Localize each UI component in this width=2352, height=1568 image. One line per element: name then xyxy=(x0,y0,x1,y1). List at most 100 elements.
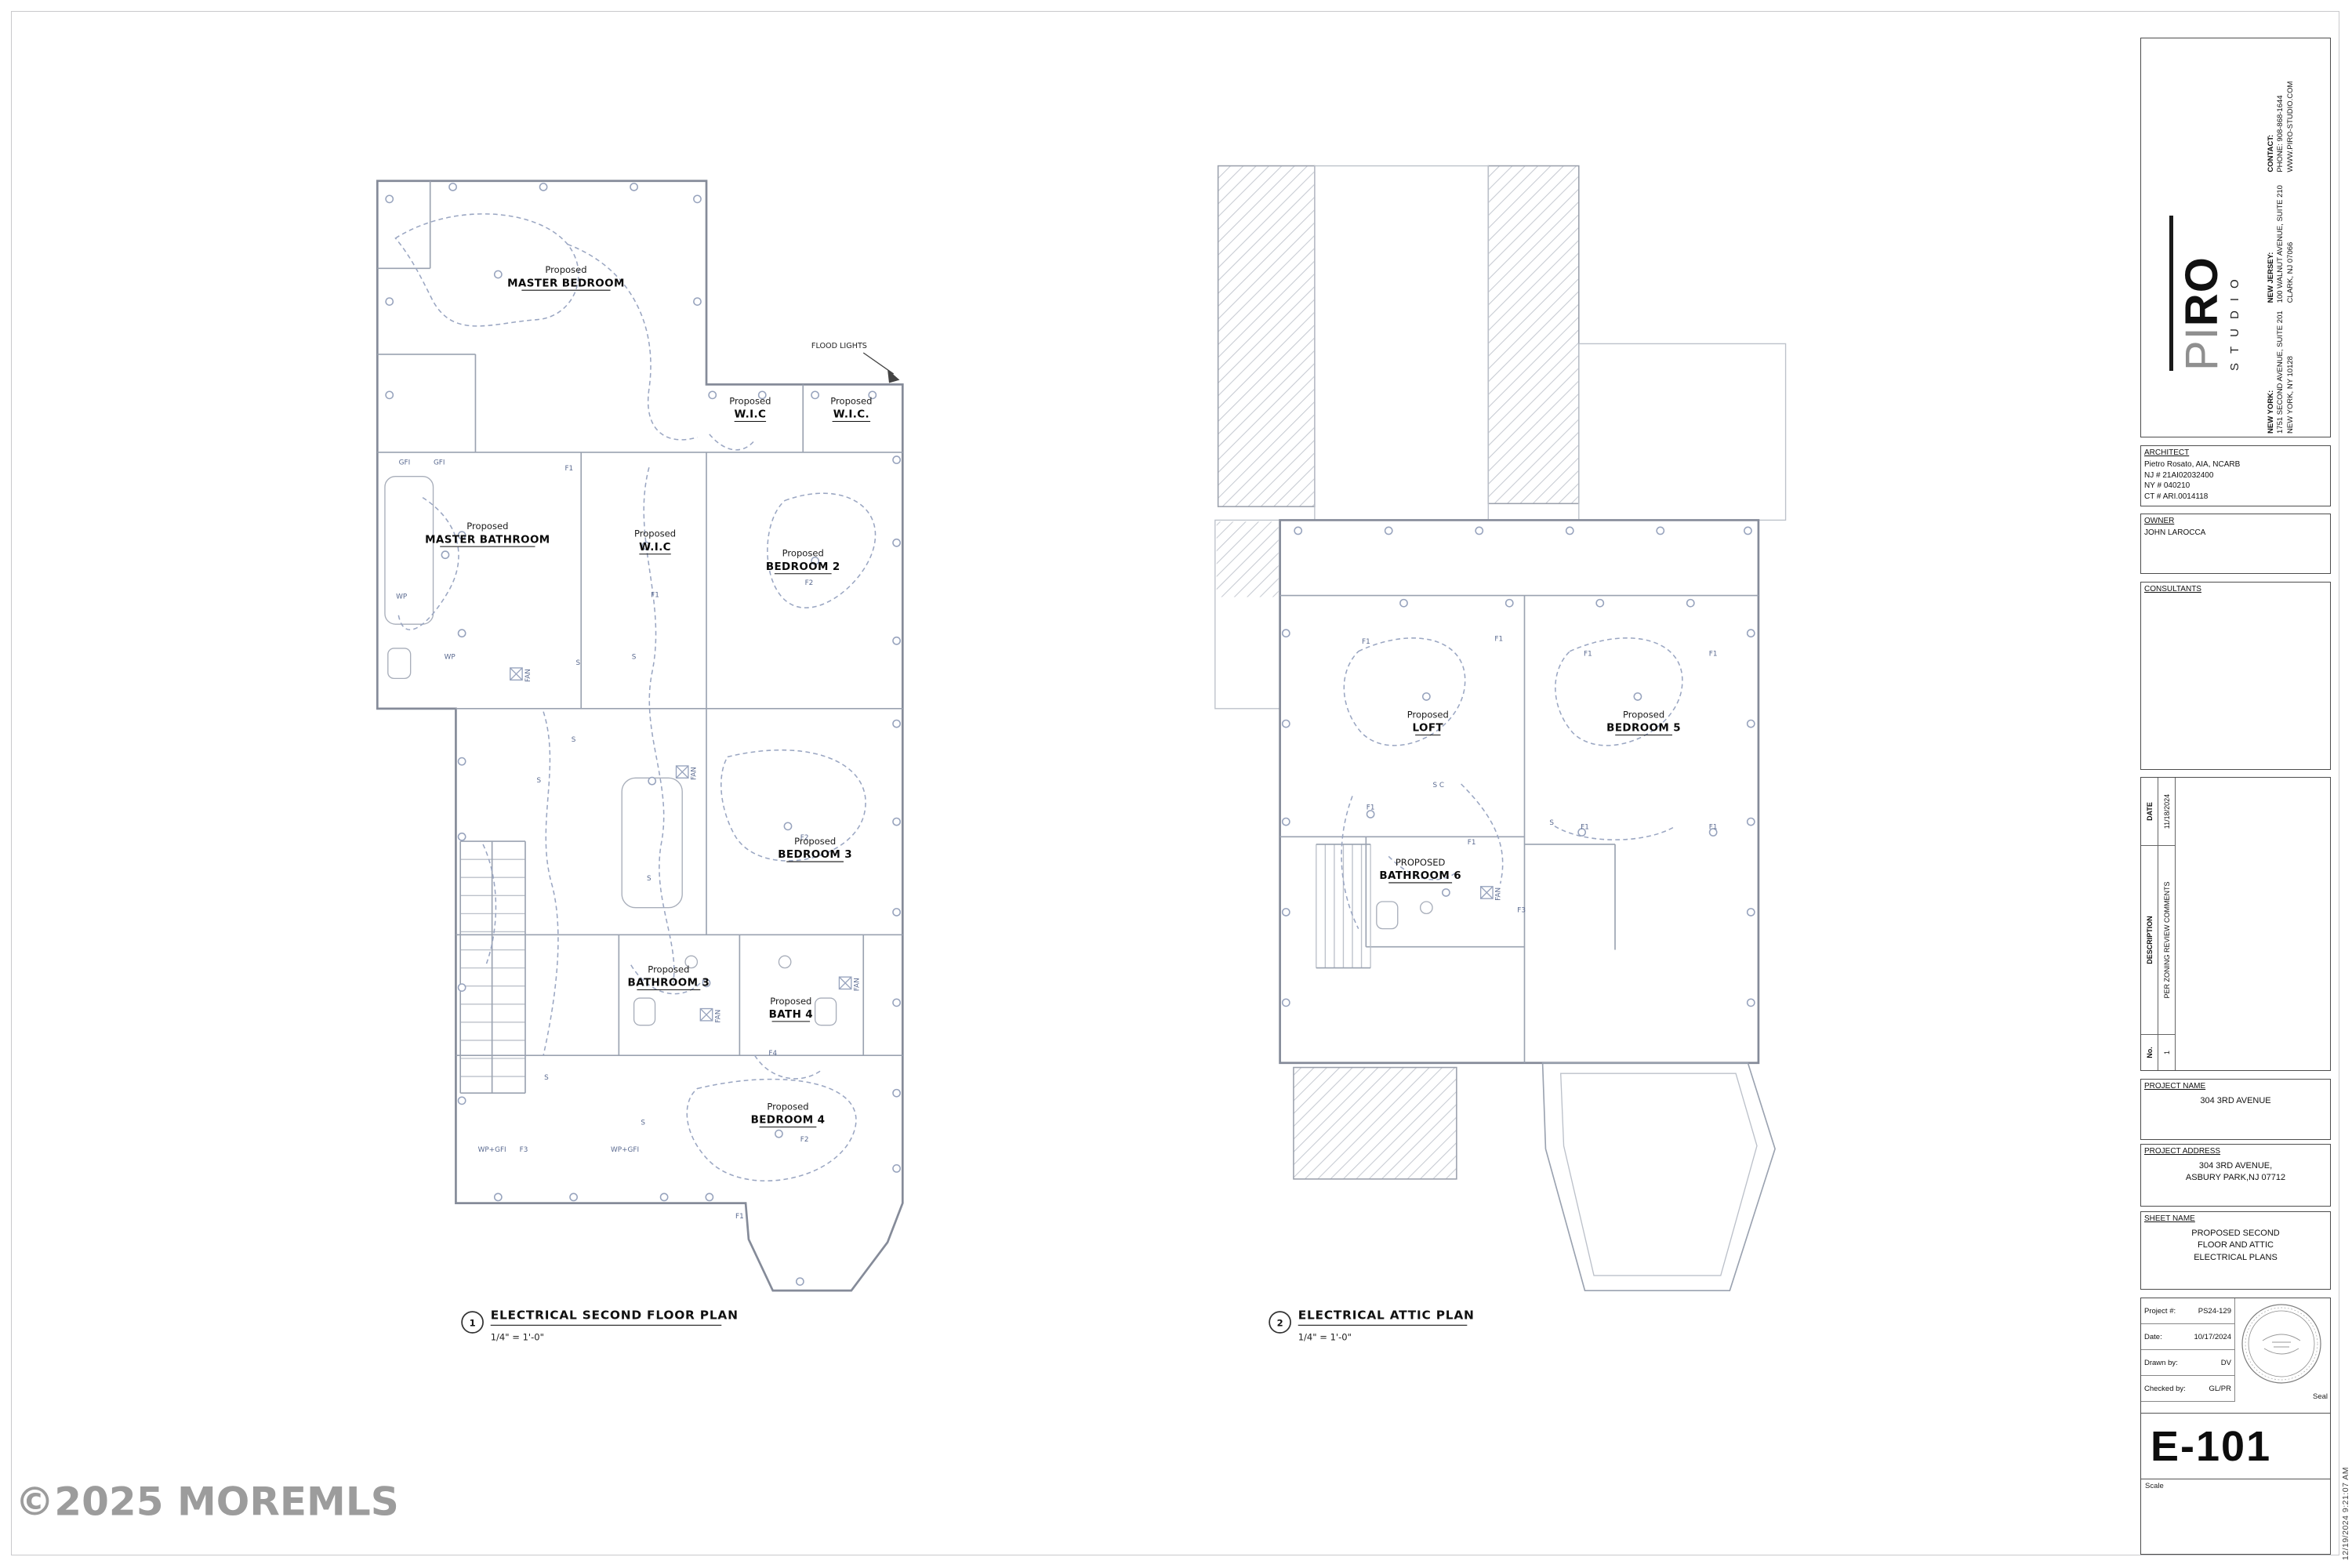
logo-ro: RO xyxy=(2176,256,2227,327)
light-fixture-symbol xyxy=(693,194,702,204)
light-fixture-symbol xyxy=(1475,526,1484,535)
project-name: 304 3RD AVENUE xyxy=(2200,1096,2271,1105)
room-name-label: BATH 4 xyxy=(769,1009,813,1021)
fan-label: FAN xyxy=(714,1010,722,1023)
light-fixture-symbol xyxy=(1633,692,1642,701)
room-name-label: BEDROOM 2 xyxy=(766,561,840,573)
attic-plan-linework xyxy=(1214,165,1787,1291)
light-fixture-symbol xyxy=(783,822,793,831)
light-fixture-symbol xyxy=(457,629,466,638)
revision-number: 1 xyxy=(2158,1034,2175,1070)
light-fixture-symbol xyxy=(1294,526,1303,535)
fan-label: FAN xyxy=(691,767,699,780)
fan-label: FAN xyxy=(853,978,861,991)
light-fixture-symbol xyxy=(892,1088,901,1098)
room-label-prefix: Proposed xyxy=(466,521,508,532)
scale-row: Scale xyxy=(2141,1479,2330,1554)
revision-no-header: No. xyxy=(2141,1034,2158,1070)
leader-arrowhead xyxy=(887,369,900,383)
light-fixture-symbol xyxy=(708,390,717,400)
logo-pi: PI xyxy=(2176,326,2227,371)
logo-studio: STUDIO xyxy=(2228,270,2241,371)
room-name-label: MASTER BATHROOM xyxy=(425,534,550,546)
electrical-symbol-label: F1 xyxy=(651,592,659,600)
light-fixture-symbol xyxy=(1595,598,1605,608)
plan-title: ELECTRICAL ATTIC PLAN xyxy=(1298,1308,1475,1323)
room-name-label: BEDROOM 3 xyxy=(778,849,852,861)
firm-logo-block: PIRO STUDIO NEW YORK: 1751 SECOND AVENUE… xyxy=(2140,38,2331,437)
room-name-label: BEDROOM 4 xyxy=(751,1115,826,1127)
light-fixture-symbol xyxy=(693,297,702,307)
exhaust-fan-symbol xyxy=(838,976,852,990)
light-fixture-symbol xyxy=(1565,526,1574,535)
light-fixture-symbol xyxy=(448,183,457,191)
electrical-symbol-label: WP xyxy=(396,593,408,601)
revision-block: No. DESCRIPTION DATE 1 PER ZONING REVIEW… xyxy=(2140,777,2331,1071)
project-name-header: PROJECT NAME xyxy=(2144,1082,2206,1091)
plan-title: ELECTRICAL SECOND FLOOR PLAN xyxy=(491,1308,739,1323)
electrical-symbol-label: WP xyxy=(445,653,456,661)
plan-number: 1 xyxy=(470,1317,476,1328)
light-fixture-symbol xyxy=(641,541,651,550)
electrical-symbol-label: F2 xyxy=(805,579,814,587)
light-fixture-symbol xyxy=(868,390,877,400)
room-label-prefix: Proposed xyxy=(770,996,811,1007)
light-fixture-symbol xyxy=(892,538,901,547)
plan-number-bubble xyxy=(1269,1311,1291,1334)
electrical-symbol-label: S xyxy=(632,653,637,661)
room-label-prefix: Proposed xyxy=(794,836,836,847)
room-label-prefix: Proposed xyxy=(545,264,586,275)
light-fixture-symbol xyxy=(659,1192,669,1202)
light-fixture-symbol xyxy=(705,1192,714,1202)
electrical-symbol-label: S xyxy=(544,1074,549,1082)
light-fixture-symbol xyxy=(1656,526,1665,535)
light-fixture-symbol xyxy=(775,1129,783,1138)
room-name-label: BEDROOM 5 xyxy=(1606,723,1681,735)
revision-date: 11/18/2024 xyxy=(2162,793,2171,829)
light-fixture-symbol xyxy=(1281,629,1290,638)
fan-x-mark xyxy=(510,667,523,681)
light-fixture-symbol xyxy=(457,832,466,841)
sheet-number: E-101 xyxy=(2141,1413,2330,1479)
room-label-prefix: Proposed xyxy=(767,1101,808,1112)
project-address-header: PROJECT ADDRESS xyxy=(2144,1147,2221,1156)
light-fixture-symbol xyxy=(795,1277,804,1286)
seal-label: Seal xyxy=(2312,1392,2328,1401)
address-new-york: NEW YORK: 1751 SECOND AVENUE, SUITE 201 … xyxy=(2267,310,2295,434)
electrical-symbol-label: F1 xyxy=(1494,635,1503,643)
light-fixture-symbol xyxy=(1746,908,1755,916)
light-fixture-symbol xyxy=(1281,719,1290,728)
electrical-symbol-label: F1 xyxy=(564,465,573,473)
project-number-row: Project #: PS24-129 xyxy=(2141,1298,2234,1324)
electrical-symbol-label: GFI xyxy=(434,459,445,466)
owner-block: OWNER JOHN LAROCCA xyxy=(2140,514,2331,574)
light-fixture-symbol xyxy=(457,1096,466,1105)
electrical-symbol-label: F3 xyxy=(520,1146,528,1154)
electrical-symbol-label: GFI xyxy=(399,459,411,466)
electrical-symbol-label: WP+GFI xyxy=(478,1146,506,1154)
project-address-block: PROJECT ADDRESS 304 3RD AVENUE, ASBURY P… xyxy=(2140,1144,2331,1207)
exhaust-fan-symbol xyxy=(699,1007,713,1022)
owner-name: JOHN LAROCCA xyxy=(2144,528,2206,537)
plan-number-bubble xyxy=(461,1311,484,1334)
light-fixture-symbol xyxy=(539,183,548,191)
room-name-label: BATHROOM 3 xyxy=(628,978,710,989)
room-name-label: LOFT xyxy=(1413,723,1444,735)
fan-x-mark xyxy=(1480,886,1494,899)
architect-license-ny: NY # 040210 xyxy=(2144,481,2190,490)
light-fixture-symbol xyxy=(457,983,466,992)
light-fixture-symbol xyxy=(385,297,394,307)
electrical-symbol-label: F1 xyxy=(1362,638,1370,646)
plan-number: 2 xyxy=(1277,1317,1283,1328)
electrical-symbol-label: F1 xyxy=(1367,804,1375,812)
project-address-line2: ASBURY PARK,NJ 07712 xyxy=(2185,1173,2286,1183)
light-fixture-symbol xyxy=(892,719,901,728)
light-fixture-symbol xyxy=(648,776,657,786)
address-new-jersey: NEW JERSEY: 100 WALNUT AVENUE, SUITE 210… xyxy=(2267,185,2295,303)
electrical-symbol-label: F4 xyxy=(768,1050,777,1058)
light-fixture-symbol xyxy=(702,978,711,988)
sheet-name-line3: ELECTRICAL PLANS xyxy=(2194,1252,2278,1262)
room-name-label: W.I.C. xyxy=(833,409,869,421)
sheet-name-block: SHEET NAME PROPOSED SECOND FLOOR AND ATT… xyxy=(2140,1211,2331,1290)
